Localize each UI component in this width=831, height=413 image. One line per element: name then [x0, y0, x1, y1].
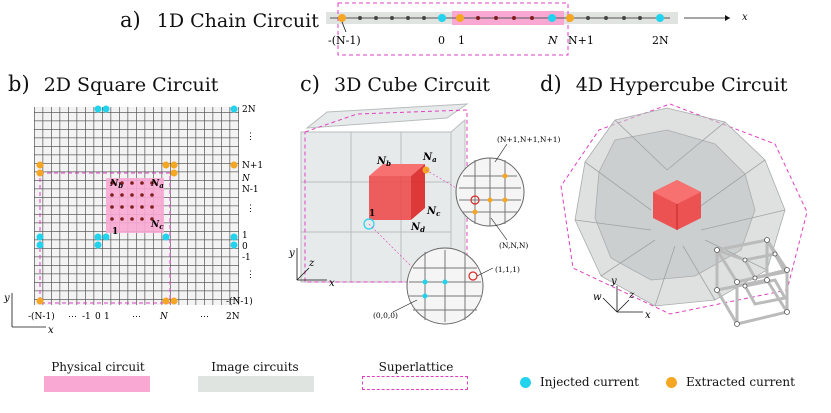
panel-d-title: d) 4D Hypercube Circuit: [540, 72, 787, 96]
square-node-label-na: Na: [150, 179, 164, 190]
square-physical-block: [106, 178, 164, 233]
square-injected-nodes: [36, 105, 238, 249]
cube-node-label-nc: Nc: [426, 206, 441, 218]
svg-text:(0,0,0): (0,0,0): [373, 311, 398, 320]
panel-a-title: a) 1D Chain Circuit: [120, 8, 319, 32]
chain-label-N: N: [547, 34, 558, 47]
square-bottom-labels: -(N-1) ⋯ -1 0 1 ⋯ N ⋯ 2N: [28, 311, 240, 322]
chain-label-neg: -(N-1): [328, 34, 361, 47]
square-node-label-nb: Nb: [109, 179, 123, 190]
chain-node-extract-1: [456, 14, 464, 22]
tesseract-nodes: [714, 237, 790, 327]
chain-axis-label: x: [742, 12, 748, 23]
cube-node-label-1: 1: [369, 209, 375, 219]
svg-text:-1: -1: [82, 312, 91, 322]
svg-text:0: 0: [242, 242, 248, 252]
chain-node-inject-N: [548, 14, 556, 22]
svg-text:-(N-1): -(N-1): [28, 311, 55, 322]
svg-text:(1,1,1): (1,1,1): [495, 265, 520, 274]
svg-text:⋮: ⋮: [246, 132, 255, 142]
square-extracted-nodes: [36, 161, 238, 305]
legend-injected-label: Injected current: [540, 375, 640, 389]
legend-superlattice-label: Superlattice: [378, 360, 454, 374]
cube-coord-labels: (N+1,N+1,N+1) (N,N,N) (1,1,1) (0,0,0): [373, 135, 561, 320]
cube-inject-marker: [363, 218, 375, 230]
square-right-labels: 2N ⋮ N+1 N N-1 ⋮ 1 0 -1 ⋮ -(N-1): [226, 105, 263, 307]
svg-text:-1: -1: [242, 253, 251, 263]
svg-text:2N: 2N: [242, 105, 256, 115]
svg-text:⋯: ⋯: [68, 312, 77, 322]
cube-zoom-upper: [455, 157, 525, 227]
cube-axis-z: z: [308, 258, 315, 269]
chain-label-1: 1: [458, 34, 465, 47]
panel-c-diagram: Nb Na Nc Nd 1 (N+1,N+1,N+1) (N,N,N) (1,1…: [288, 103, 561, 325]
panel-c-title-text: 3D Cube Circuit: [334, 74, 490, 96]
panel-b-diagram: Nb Na Nc 1 2N ⋮ N+1 N N-1 ⋮ 1 0 -1 ⋮ -(N…: [3, 105, 263, 336]
hypercube-axis-z: z: [628, 290, 635, 301]
svg-text:N-1: N-1: [242, 185, 259, 195]
hypercube-image-facets: [574, 119, 786, 307]
hypercube-physical: [653, 180, 701, 230]
svg-text:(N,N,N): (N,N,N): [499, 241, 528, 250]
panel-c-letter: c): [300, 72, 320, 96]
legend-extracted-dot: [666, 377, 677, 388]
panel-c-title: c) 3D Cube Circuit: [300, 72, 490, 96]
chain-node-inject-0: [438, 14, 446, 22]
svg-text:1: 1: [104, 312, 110, 322]
chain-nodes: [338, 14, 664, 22]
superlattice-box-a: [337, 2, 569, 56]
square-node-label-nc: Nc: [150, 220, 164, 231]
legend-physical-label: Physical circuit: [51, 360, 145, 374]
chain-node-inject-2N: [656, 14, 664, 22]
hypercube-axis-w: w: [593, 292, 602, 303]
cube-zoom-lower: [406, 247, 484, 325]
svg-text:⋮: ⋮: [246, 270, 255, 280]
legend-physical-swatch: [44, 376, 150, 392]
square-axis-x: x: [48, 325, 54, 336]
panel-b-title: b) 2D Square Circuit: [8, 72, 218, 96]
chain-label-N1: N+1: [568, 34, 594, 47]
svg-text:N: N: [241, 174, 251, 184]
svg-text:N+1: N+1: [242, 161, 263, 171]
legend-extracted-label: Extracted current: [686, 375, 795, 389]
panel-b-title-text: 2D Square Circuit: [43, 74, 219, 96]
cube-node-label-nd: Nd: [410, 222, 425, 234]
svg-text:0: 0: [95, 312, 101, 322]
legend-image-swatch: [198, 376, 314, 392]
chain-node-extract-N1: [566, 14, 574, 22]
panel-d-letter: d): [540, 72, 562, 96]
panel-a-title-text: 1D Chain Circuit: [156, 10, 319, 32]
square-physical-nodes: [110, 181, 154, 221]
cube-axis-y: y: [288, 248, 295, 259]
svg-text:⋮: ⋮: [246, 204, 255, 214]
legend-injected-dot: [520, 377, 531, 388]
svg-text:-(N-1): -(N-1): [226, 296, 253, 307]
panel-a-diagram: -(N-1) 0 1 N N+1 2N: [326, 2, 730, 56]
svg-text:(N+1,N+1,N+1): (N+1,N+1,N+1): [497, 135, 561, 144]
cube-physical: [369, 164, 425, 220]
panel-b-letter: b): [8, 72, 30, 96]
square-axis-y: y: [3, 293, 10, 304]
cube-node-label-nb: Nb: [376, 156, 391, 168]
chain-node-extract-left: [338, 14, 346, 22]
legend-image-label: Image circuits: [211, 360, 299, 374]
legend-superlattice-swatch: [362, 376, 468, 390]
chain-label-0: 0: [438, 34, 445, 47]
cube-node-label-na: Na: [422, 152, 437, 164]
hypercube-axis-y: y: [610, 276, 617, 287]
cube-image-blocks: [300, 103, 469, 284]
svg-text:⋯: ⋯: [200, 312, 209, 322]
cube-axis-x: x: [329, 278, 335, 289]
chain-label-2N: 2N: [652, 34, 669, 47]
svg-text:⋯: ⋯: [132, 312, 141, 322]
panel-d-diagram: y x z w: [560, 103, 808, 327]
svg-text:1: 1: [242, 231, 248, 241]
hypercube-axis-x: x: [645, 310, 651, 321]
panel-a-letter: a): [120, 8, 141, 32]
panel-d-title-text: 4D Hypercube Circuit: [575, 74, 788, 96]
svg-text:N: N: [159, 312, 169, 322]
svg-text:2N: 2N: [226, 312, 240, 322]
square-node-label-1: 1: [112, 227, 118, 237]
superlattice-box-d: [560, 103, 808, 315]
